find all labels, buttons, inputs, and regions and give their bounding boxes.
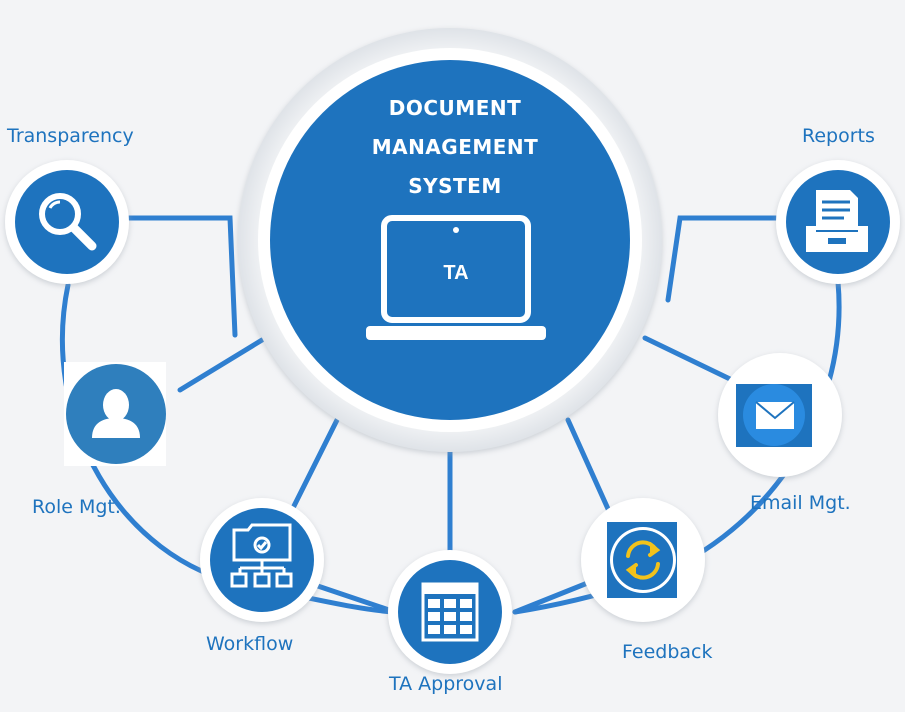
node-workflow[interactable]	[200, 498, 324, 622]
laptop-icon	[366, 215, 546, 340]
center-title-line1: DOCUMENT	[388, 96, 522, 120]
refresh-icon	[625, 540, 661, 580]
role-connector	[177, 337, 265, 393]
label-transparency: Transparency	[7, 125, 134, 147]
envelope-icon	[755, 401, 795, 429]
central-hub	[238, 28, 662, 452]
calendar-grid-icon	[421, 582, 479, 642]
workflow-connector	[284, 417, 340, 523]
label-role: Role Mgt.	[32, 496, 121, 518]
user-icon	[92, 389, 140, 438]
node-role[interactable]	[64, 362, 166, 466]
document-tray-icon	[806, 190, 868, 252]
feedback-connector	[565, 417, 616, 523]
label-email: Email Mgt.	[750, 492, 851, 514]
label-reports: Reports	[802, 125, 875, 147]
workflow-icon	[230, 523, 293, 588]
email-connector	[642, 335, 735, 383]
label-feedback: Feedback	[622, 641, 713, 663]
label-workflow: Workflow	[206, 633, 294, 655]
laptop-screen-text: TA	[443, 262, 469, 284]
feedback-approval-connector	[512, 577, 598, 615]
center-title-line3: SYSTEM	[408, 174, 502, 198]
transparency-connector	[119, 215, 238, 338]
reports-connector	[665, 215, 785, 303]
label-ta-approval: TA Approval	[389, 673, 503, 695]
center-title-line2: MANAGEMENT	[371, 135, 539, 159]
node-reports[interactable]	[776, 160, 900, 284]
node-email[interactable]	[718, 353, 842, 477]
magnifier-icon	[39, 193, 97, 251]
node-ta-approval[interactable]	[388, 550, 512, 674]
node-transparency[interactable]	[5, 160, 129, 284]
node-feedback[interactable]	[581, 498, 705, 622]
